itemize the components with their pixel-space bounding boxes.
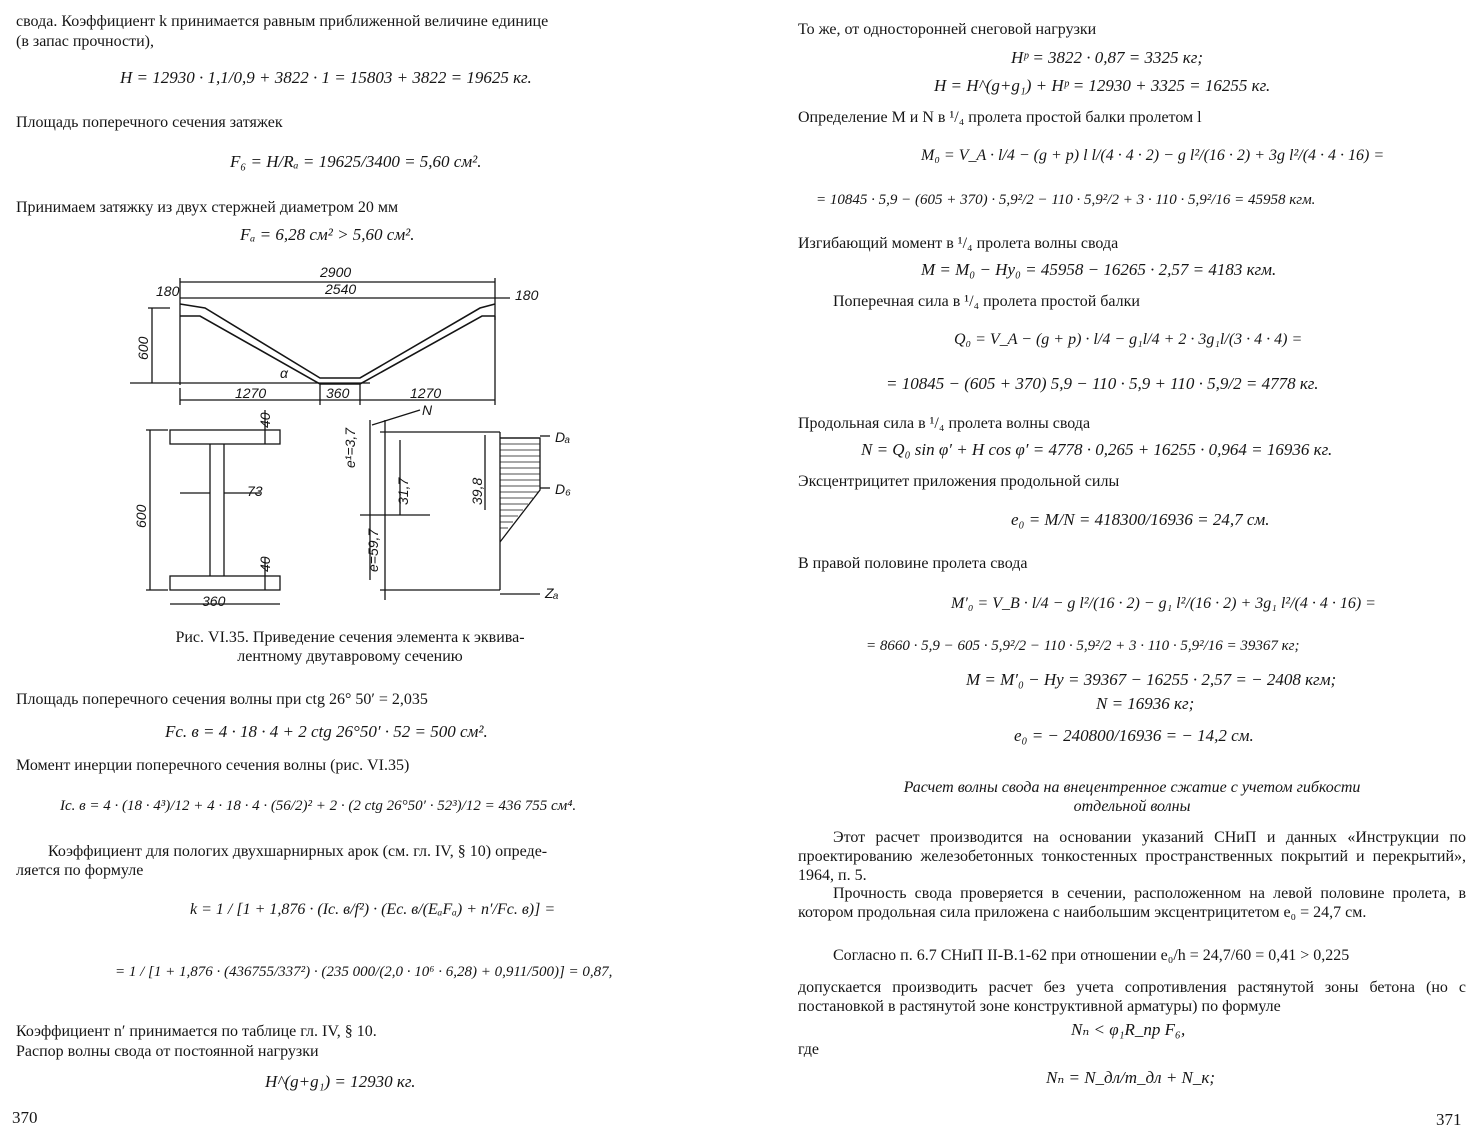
left-para1-line2: (в запас прочности), xyxy=(16,33,154,50)
label-e1: e¹=3,7 xyxy=(342,427,358,468)
eq-N: N = Q₀ sin φ′ + H cos φ′ = 4778 · 0,265 … xyxy=(861,440,1333,459)
right-para8: Этот расчет производится на основании ук… xyxy=(798,829,1466,884)
left-para8: Распор волны свода от постоянной нагрузк… xyxy=(16,1043,319,1060)
dim-360-bottom: 360 xyxy=(202,593,226,609)
right-para6: Эксцентрицитет приложения продольной сил… xyxy=(798,473,1120,490)
caption-line1: Рис. VI.35. Приведение сечения элемента … xyxy=(175,629,525,646)
eq-k2: = 1 / [1 + 1,876 · (436755/337²) · (235 … xyxy=(115,964,613,980)
eq-Nn2: Nₙ = N_дл/m_дл + N_к; xyxy=(1046,1068,1215,1087)
eq-Mp: M = M′₀ − Hy = 39367 − 16255 · 2,57 = − … xyxy=(966,670,1337,689)
figure-caption: Рис. VI.35. Приведение сечения элемента … xyxy=(110,628,590,666)
where-label: где xyxy=(798,1041,820,1058)
left-para6-line1: Коэффициент для пологих двухшарнирных ар… xyxy=(48,843,548,860)
right-para1: То же, от односторонней снеговой нагрузк… xyxy=(798,21,1097,38)
eq-Q0-2: = 10845 − (605 + 370) 5,9 − 110 · 5,9 + … xyxy=(886,374,1319,393)
label-e: e=59,7 xyxy=(365,528,381,572)
dim-360: 360 xyxy=(326,385,350,401)
alpha-label: α xyxy=(280,365,289,381)
dim-40-bottom: 40 xyxy=(257,556,273,572)
heading-line1: Расчет волны свода на внецентренное сжат… xyxy=(903,779,1361,796)
left-para1-line1: свода. Коэффициент k принимается равным … xyxy=(16,13,549,30)
eq-Np: N = 16936 кг; xyxy=(1096,694,1195,713)
left-para3: Принимаем затяжку из двух стержней диаме… xyxy=(16,199,399,216)
eq-M0p-2: = 8660 · 5,9 − 605 · 5,9²/2 − 110 · 5,9²… xyxy=(866,638,1300,654)
dim-600-bottom: 600 xyxy=(133,504,149,528)
dim-73: 73 xyxy=(247,483,263,499)
label-Da: Dₐ xyxy=(555,429,570,445)
eq-H: H = 12930 · 1,1/0,9 + 3822 · 1 = 15803 +… xyxy=(120,68,532,87)
eq-Hg: H^(g+g₁) = 12930 кг. xyxy=(265,1072,416,1091)
right-para11: допускается производить расчет без учета… xyxy=(798,979,1466,1015)
left-para6-line2: ляется по формуле xyxy=(16,862,144,879)
eq-F6: F₆ = H/Rₐ = 19625/3400 = 5,60 см². xyxy=(230,152,482,171)
page-number-right: 371 xyxy=(1436,1110,1462,1129)
dim-1270-right: 1270 xyxy=(410,385,441,401)
figure-vi35: 2900 2540 180 180 600 1270 360 1270 α 40… xyxy=(130,264,571,609)
eq-e0: e₀ = M/N = 418300/16936 = 24,7 см. xyxy=(1011,510,1270,529)
right-para4: Поперечная сила в ¹/₄ пролета простой ба… xyxy=(833,293,1140,310)
label-Za: Zₐ xyxy=(544,585,559,601)
right-para3: Изгибающий момент в ¹/₄ пролета волны св… xyxy=(798,235,1119,252)
right-para9: Прочность свода проверяется в сечении, р… xyxy=(798,885,1466,921)
left-para5: Момент инерции поперечного сечения волны… xyxy=(16,757,410,774)
eq-k1: k = 1 / [1 + 1,876 · (Iс. в/f²) · (Eс. в… xyxy=(190,901,556,918)
eq-Fa: Fₐ = 6,28 см² > 5,60 см². xyxy=(240,225,415,244)
page-number-left: 370 xyxy=(12,1108,38,1127)
label-31-7: 31,7 xyxy=(395,477,411,505)
right-para5: Продольная сила в ¹/₄ пролета волны свод… xyxy=(798,415,1091,432)
label-Db: D₆ xyxy=(555,481,571,497)
dim-1270-left: 1270 xyxy=(235,385,266,401)
caption-line2: лентному двутавровому сечению xyxy=(237,648,463,665)
eq-e0p: e₀ = − 240800/16936 = − 14,2 см. xyxy=(1014,726,1254,745)
left-para7: Коэффициент n′ принимается по таблице гл… xyxy=(16,1023,377,1040)
eq-M0-2: = 10845 · 5,9 − (605 + 370) · 5,9²/2 − 1… xyxy=(816,192,1316,208)
eq-Hp: Hᵖ = 3822 · 0,87 = 3325 кг; xyxy=(1011,48,1204,67)
eq-H2: H = H^(g+g₁) + Hᵖ = 12930 + 3325 = 16255… xyxy=(934,76,1271,95)
eq-M0p-1: M′₀ = V_B · l/4 − g l²/(16 · 2) − g₁ l²/… xyxy=(951,595,1376,612)
section-heading: Расчет волны свода на внецентренное сжат… xyxy=(798,778,1466,816)
eq-Icv: Iс. в = 4 · (18 · 4³)/12 + 4 · 18 · 4 · … xyxy=(60,798,577,814)
eq-Nn: Nₙ < φ₁R_пр F₆, xyxy=(1071,1020,1186,1039)
eq-M: M = M₀ − Hy₀ = 45958 − 16265 · 2,57 = 41… xyxy=(921,260,1277,279)
right-page: То же, от односторонней снеговой нагрузк… xyxy=(736,0,1472,1138)
right-para7: В правой половине пролета свода xyxy=(798,555,1028,572)
right-para2: Определение M и N в ¹/₄ пролета простой … xyxy=(798,109,1202,126)
heading-line2: отдельной волны xyxy=(1073,798,1191,815)
label-39-8: 39,8 xyxy=(469,478,485,505)
dim-2900: 2900 xyxy=(319,264,351,280)
left-para4: Площадь поперечного сечения волны при ct… xyxy=(16,691,428,708)
dim-40-top: 40 xyxy=(257,412,273,428)
dim-2540: 2540 xyxy=(324,281,356,297)
label-N: N xyxy=(422,402,433,418)
eq-Q0-1: Q₀ = V_A − (g + p) · l/4 − g₁l/4 + 2 · 3… xyxy=(954,331,1303,348)
dim-180-right: 180 xyxy=(515,287,539,303)
right-para10: Согласно п. 6.7 СНиП II-В.1-62 при отнош… xyxy=(833,947,1350,964)
left-page: свода. Коэффициент k принимается равным … xyxy=(12,13,613,1127)
eq-M0-1: M₀ = V_A · l/4 − (g + p) l l/(4 · 4 · 2)… xyxy=(921,147,1385,164)
dim-600-top: 600 xyxy=(135,336,151,360)
left-para2: Площадь поперечного сечения затяжек xyxy=(16,114,283,131)
dim-180-left: 180 xyxy=(156,283,180,299)
eq-Fcv: Fс. в = 4 · 18 · 4 + 2 ctg 26°50′ · 52 =… xyxy=(165,722,488,741)
